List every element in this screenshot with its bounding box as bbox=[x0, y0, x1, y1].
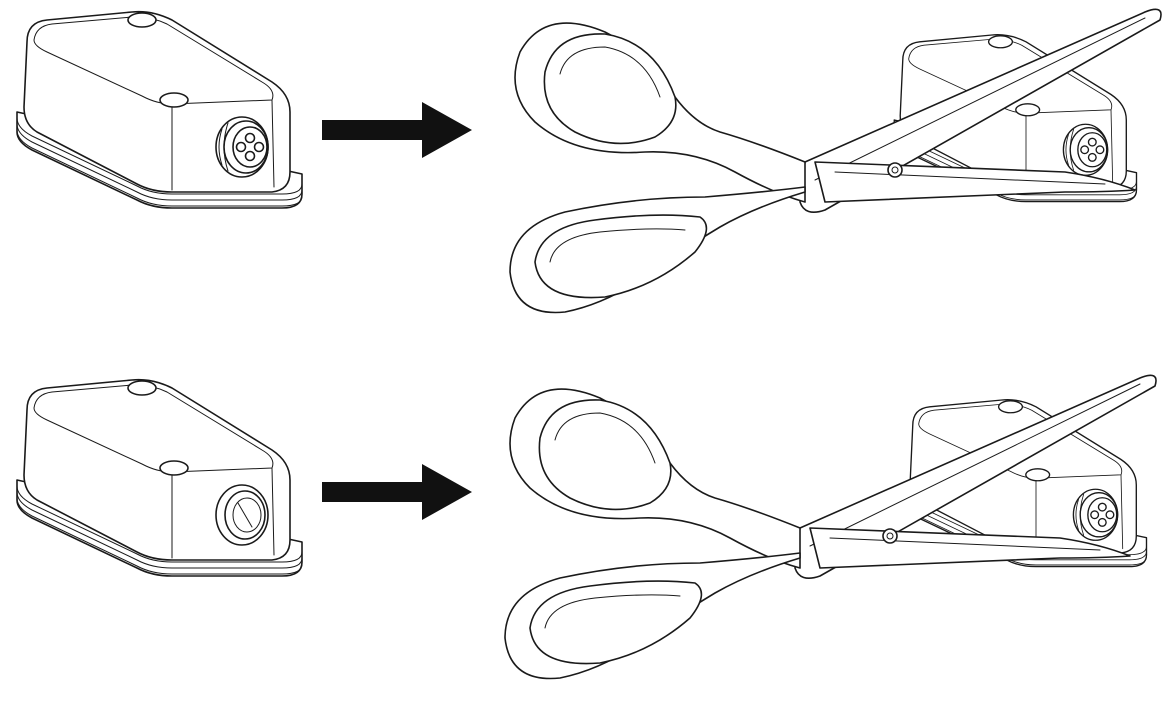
arrow-right-icon bbox=[322, 102, 472, 158]
arrow-right-icon bbox=[322, 464, 472, 520]
sensor-box-open-socket-icon bbox=[16, 378, 303, 577]
step-1 bbox=[16, 8, 1162, 314]
step-2 bbox=[16, 374, 1157, 680]
scissors-cutting-cable-icon bbox=[509, 8, 1162, 314]
sensor-box-with-plug-icon bbox=[16, 10, 303, 209]
scissors-cutting-cable-icon bbox=[504, 374, 1157, 680]
